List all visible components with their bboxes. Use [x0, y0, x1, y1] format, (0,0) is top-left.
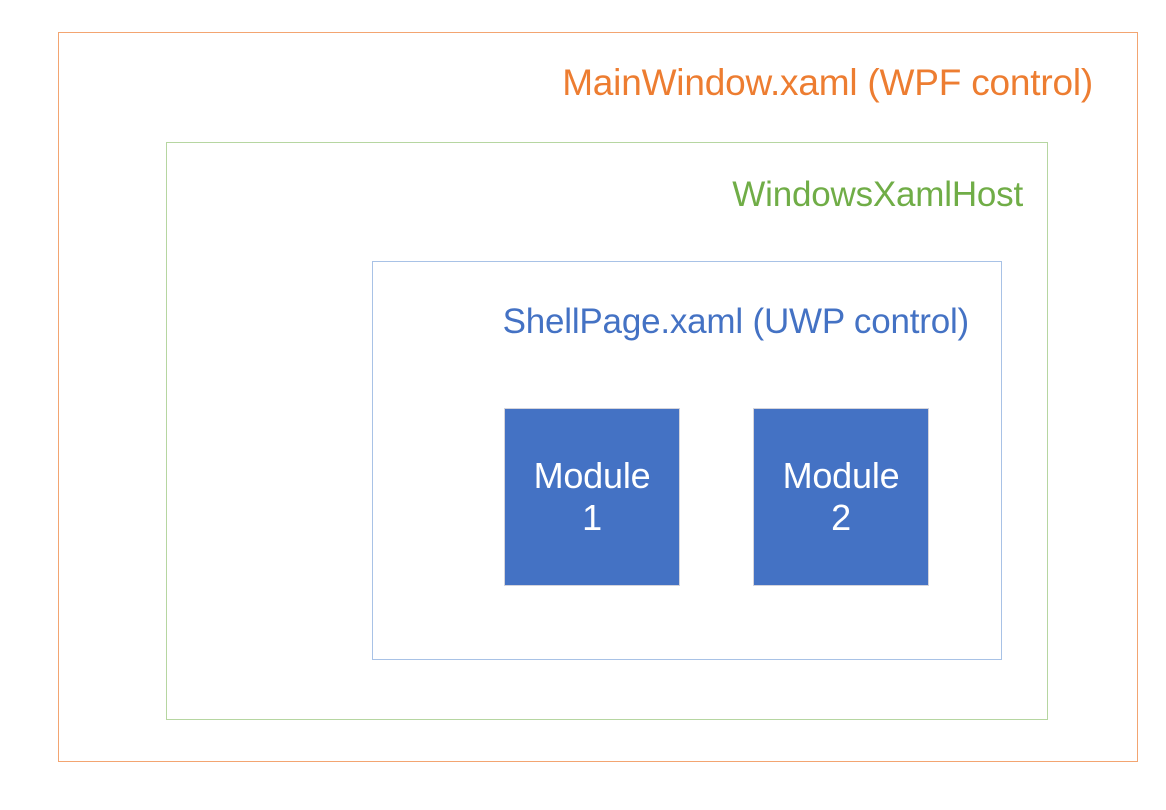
module-1-label-line2: 1 [582, 497, 602, 538]
container-label-mainwindow: MainWindow.xaml (WPF control) [562, 62, 1093, 103]
module-box-2: Module 2 [753, 408, 929, 586]
container-shellpage-uwp: ShellPage.xaml (UWP control) Module 1 Mo… [372, 261, 1002, 660]
module-box-1: Module 1 [504, 408, 680, 586]
container-mainwindow-wpf: MainWindow.xaml (WPF control) WindowsXam… [58, 32, 1138, 762]
module-2-label-line2: 2 [831, 497, 851, 538]
module-1-label-line1: Module [533, 454, 651, 496]
container-label-shellpage: ShellPage.xaml (UWP control) [502, 302, 970, 341]
module-2-label-line1: Module [782, 454, 900, 496]
container-label-windowsxamlhost: WindowsXamlHost [732, 175, 1023, 214]
container-windowsxamlhost: WindowsXamlHost ShellPage.xaml (UWP cont… [166, 142, 1048, 720]
module-row: Module 1 Module 2 [373, 408, 1003, 588]
